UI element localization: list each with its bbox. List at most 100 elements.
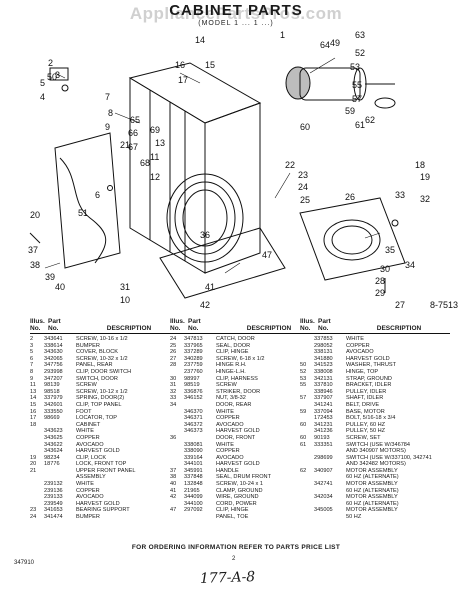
part-description: LOCATOR, TOP bbox=[76, 415, 117, 422]
parts-row: 343623 WHITE bbox=[30, 428, 180, 435]
part-number: 337907 bbox=[314, 395, 333, 402]
item-number bbox=[300, 415, 314, 422]
item-number bbox=[300, 461, 314, 468]
callout-18: 18 bbox=[415, 160, 425, 170]
part-number: 98997 bbox=[184, 375, 200, 382]
callout-23: 23 bbox=[298, 170, 308, 180]
part-number: 98669 bbox=[44, 415, 60, 422]
callout-68: 68 bbox=[140, 158, 150, 168]
item-number bbox=[170, 501, 184, 508]
part-number: 338131 bbox=[314, 349, 333, 356]
item-number bbox=[170, 448, 184, 455]
item-number: 60 bbox=[300, 434, 307, 441]
part-number: 337965 bbox=[184, 342, 203, 349]
motor-assembly bbox=[285, 66, 396, 109]
item-number bbox=[170, 428, 184, 435]
part-number: 237759 bbox=[184, 362, 203, 369]
column-header: Illus.Part No.No.DESCRIPTION bbox=[170, 318, 292, 332]
part-number: 239136 bbox=[44, 487, 63, 494]
item-number: 50 bbox=[300, 362, 307, 369]
part-number: 343623 bbox=[44, 428, 63, 435]
ordering-footer: FOR ORDERING INFORMATION REFER TO PARTS … bbox=[131, 544, 341, 551]
part-description: SEAL, DOOR bbox=[216, 342, 251, 349]
part-description: CLIP, HARNESS bbox=[216, 375, 258, 382]
item-number: 53 bbox=[300, 375, 307, 382]
part-description: WHITE bbox=[346, 336, 365, 342]
item-number bbox=[300, 343, 314, 350]
diagram-ref: 8-7513 bbox=[430, 300, 458, 310]
item-number bbox=[300, 349, 314, 356]
item-number: 16 bbox=[30, 408, 37, 415]
part-description: SCREW, 6-18 x 1/2 bbox=[216, 355, 265, 362]
hardware-parts bbox=[29, 67, 399, 293]
part-number: 347813 bbox=[184, 336, 203, 342]
part-description: HANDLE bbox=[216, 467, 239, 474]
part-description: SHAFT, IDLER bbox=[346, 395, 384, 402]
callout-30: 30 bbox=[380, 264, 390, 274]
part-number: 346373 bbox=[184, 428, 203, 435]
callout-49: 49 bbox=[330, 38, 340, 48]
part-number: 333550 bbox=[44, 408, 63, 415]
part-number: 337979 bbox=[44, 395, 63, 402]
part-description: WHITE bbox=[76, 428, 95, 435]
part-number: 347756 bbox=[44, 362, 63, 369]
callout-numbers: 1234567891011121314151617181920212223242… bbox=[28, 30, 430, 310]
part-number: 343641 bbox=[44, 336, 63, 342]
parts-row: ASSEMBLY bbox=[30, 474, 180, 481]
callout-20: 20 bbox=[30, 210, 40, 220]
door-front bbox=[299, 197, 406, 281]
callout-50: 50 bbox=[47, 72, 57, 82]
item-number bbox=[170, 369, 184, 376]
item-number bbox=[300, 389, 314, 396]
part-number: 344100 bbox=[184, 500, 203, 507]
part-description: BUMPER bbox=[76, 514, 100, 521]
watermark: AppliancePartsPros.com bbox=[129, 4, 343, 23]
item-number bbox=[30, 448, 44, 455]
part-number: 338008 bbox=[314, 368, 333, 375]
item-number: 47 bbox=[170, 507, 177, 514]
model-subtitle: (MODEL 1 ... 1 ...) bbox=[198, 20, 274, 27]
callout-55: 55 bbox=[352, 80, 362, 90]
document-code: 347910 bbox=[14, 560, 35, 566]
part-number: 239132 bbox=[44, 481, 63, 488]
part-description: MOTOR ASSEMBLY bbox=[346, 507, 398, 514]
callout-11: 11 bbox=[150, 152, 159, 162]
callout-65: 65 bbox=[130, 115, 140, 125]
part-number: 297092 bbox=[184, 507, 203, 514]
part-number: 346152 bbox=[184, 395, 203, 402]
item-number: 18 bbox=[30, 421, 37, 428]
item-number bbox=[170, 409, 184, 416]
callout-26: 26 bbox=[345, 192, 355, 202]
part-description: WHITE bbox=[76, 481, 95, 488]
part-number: 90193 bbox=[314, 434, 330, 441]
item-number bbox=[170, 422, 184, 429]
item-number bbox=[30, 481, 44, 488]
item-number: 33 bbox=[170, 395, 177, 402]
callout-31: 31 bbox=[120, 282, 130, 292]
part-description: COPPER bbox=[216, 448, 240, 455]
item-number: 32 bbox=[170, 388, 177, 395]
item-number: 60 bbox=[300, 421, 307, 428]
